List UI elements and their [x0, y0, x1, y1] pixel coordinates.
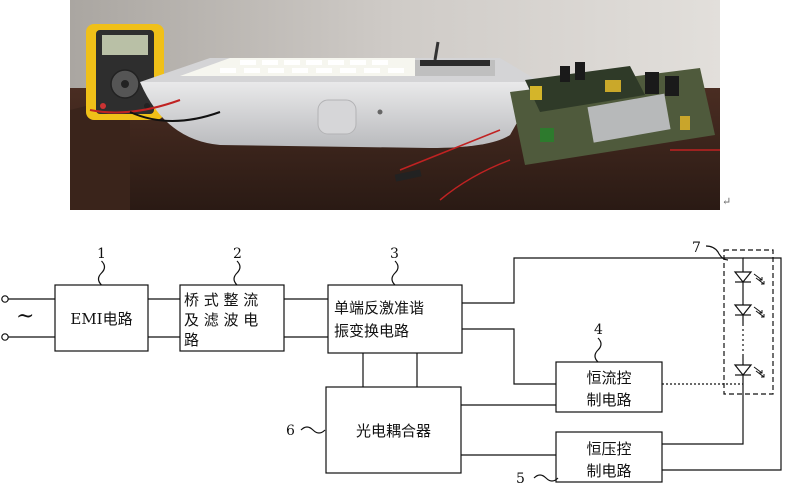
cv-label-line-1: 恒压控: [586, 440, 631, 458]
rectifier-label-line-1: 桥 式 整 流: [184, 291, 258, 309]
constant-voltage-control-block: [555, 431, 663, 483]
led-1: [733, 271, 765, 285]
flyback-label-line-1: 单端反激准谐: [334, 299, 424, 317]
callout-7: 7: [692, 240, 729, 261]
ac-input-terminal-top: [1, 295, 9, 303]
bridge-rectifier-filter-block: [179, 284, 285, 352]
callout-2-number: 2: [233, 246, 242, 262]
cv-label-line-2: 制电路: [586, 462, 631, 480]
callout-6: 6: [286, 423, 326, 439]
cc-label-line-2: 制电路: [586, 391, 631, 409]
callout-7-number: 7: [692, 240, 701, 256]
rectifier-label-line-2: 及 滤 波 电: [184, 311, 258, 329]
callout-4: 4: [594, 322, 603, 363]
callout-3: 3: [390, 246, 399, 286]
prototype-photo-drawing: [70, 0, 720, 210]
circuit-block-diagram: ~ EMI电路 桥 式 整 流 及 滤 波 电 路 单端反激准谐 振变换电路 光…: [1, 240, 782, 487]
callout-5: 5: [516, 471, 559, 487]
paragraph-return-mark: ↵: [722, 195, 732, 208]
optocoupler-block: [325, 386, 462, 474]
callout-5-number: 5: [516, 471, 525, 487]
ac-input-terminal-bottom: [1, 333, 9, 341]
flyback-label-line-2: 振变换电路: [334, 322, 409, 340]
led-string-dashed-box: [723, 249, 774, 395]
ac-input-symbol: ~: [16, 304, 34, 329]
heatsink: [587, 93, 671, 143]
wire-return-cv: [662, 257, 782, 471]
led-n: [733, 364, 765, 378]
optocoupler-label: 光电耦合器: [356, 422, 431, 440]
rectifier-label-line-3: 路: [184, 331, 199, 349]
led-string: [733, 262, 765, 385]
led-2: [733, 304, 765, 318]
emi-circuit-block: [54, 284, 149, 352]
callout-4-number: 4: [594, 322, 603, 338]
callout-6-number: 6: [286, 423, 295, 439]
prototype-photo: [70, 0, 720, 210]
wire-led-cv: [662, 385, 744, 445]
cc-label-line-1: 恒流控: [586, 369, 631, 387]
wire-flyback-led-positive: [462, 257, 744, 304]
constant-current-control-block: [555, 361, 663, 413]
emi-circuit-label: EMI电路: [70, 310, 132, 328]
callout-3-number: 3: [390, 246, 399, 262]
wire-flyback-cc: [462, 328, 556, 385]
callout-1: 1: [97, 246, 106, 286]
callout-2: 2: [233, 246, 242, 286]
callout-1-number: 1: [97, 246, 106, 262]
flyback-qr-converter-block: [327, 284, 463, 354]
